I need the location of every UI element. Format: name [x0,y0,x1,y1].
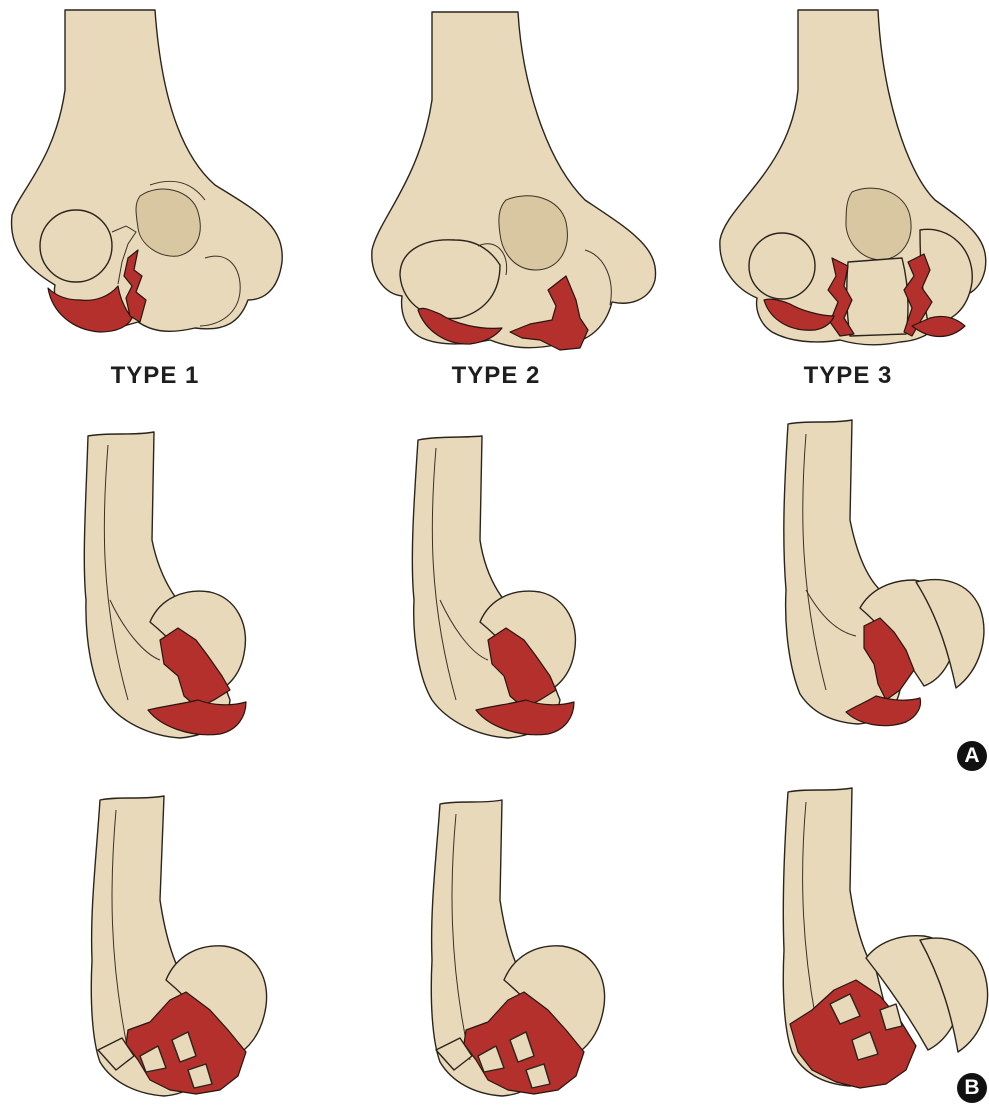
type1-comminuted-humerus [91,796,266,1096]
type-3-label: TYPE 3 [748,362,948,390]
type-2-label: TYPE 2 [396,362,596,390]
type2-lateral-humerus [412,436,575,738]
type2-anterior-humerus [372,12,656,350]
panel-a-badge: A [957,741,987,771]
type-1-label: TYPE 1 [55,362,255,390]
panel-b-badge: B [957,1073,987,1103]
type1-anterior-humerus [12,10,283,332]
type1-lateral-humerus [84,432,246,738]
type3-comminuted-humerus [783,788,987,1088]
type2-comminuted-humerus [431,800,604,1096]
type3-lateral-humerus [784,420,984,726]
type3-anterior-humerus [720,10,986,345]
